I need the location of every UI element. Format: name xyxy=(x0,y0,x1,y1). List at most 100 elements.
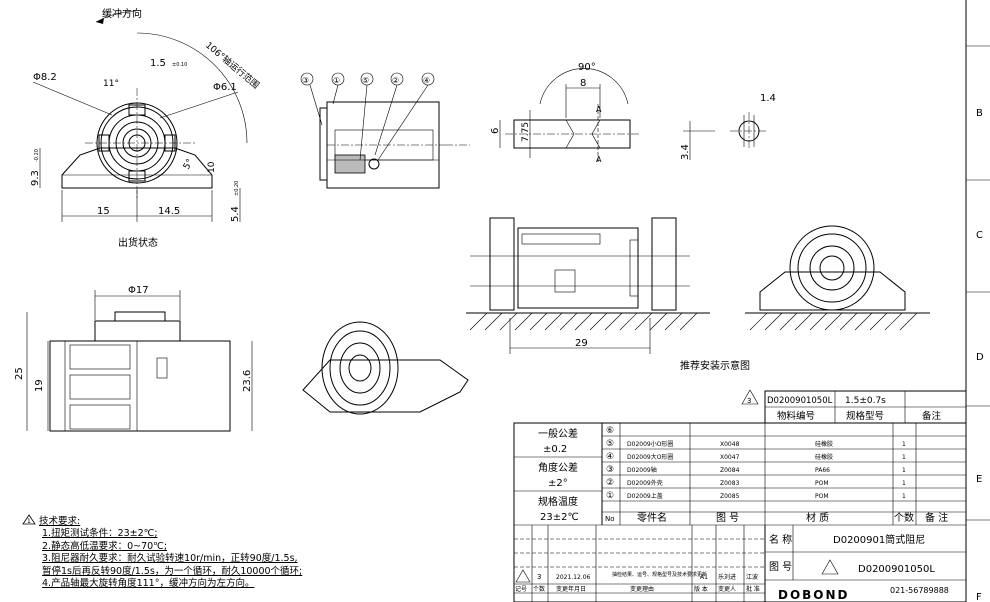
svg-text:①: ① xyxy=(333,76,340,85)
part-code: X0048 xyxy=(720,441,740,448)
balloon-3: ③ xyxy=(300,72,314,86)
revision-checker: 江波 xyxy=(746,573,758,581)
note-4: 4.产品轴最大旋转角度111°，缓冲方向为左方向。 xyxy=(42,578,255,590)
shaft-detail: 90° 8 6 7.75 A A xyxy=(490,62,640,164)
parts-header-name: 零件名 xyxy=(637,511,667,524)
rev-header-changer: 变更人 xyxy=(718,585,736,593)
border-row-e: E xyxy=(976,474,982,485)
section-a-top: A xyxy=(596,105,602,114)
part-material: PA66 xyxy=(815,467,830,474)
note-3b: 暂停1s后再反转90度/1.5s，为一个循环，耐久10000个循环; xyxy=(42,565,303,577)
revision-date: 2021.12.06 xyxy=(556,574,591,581)
company-phone: 021-56789888 xyxy=(890,586,949,595)
parts-header-no: No xyxy=(605,515,615,523)
part-no: ⑥ xyxy=(606,426,614,436)
parts-header-note: 备 注 xyxy=(925,511,948,524)
drawing-label: 图 号 xyxy=(769,561,792,573)
company-logo: DOBOND xyxy=(778,588,850,602)
drawing-value: D0200901050L xyxy=(858,564,935,575)
dim-d17: Φ17 xyxy=(128,285,149,296)
part-qty: 1 xyxy=(902,480,906,487)
balloon-1: ① xyxy=(331,72,345,86)
part-name: D02009轴 xyxy=(627,466,657,474)
dim-d9-3-tol: -0.20 xyxy=(34,149,40,162)
dim-d3-4: 3.4 xyxy=(680,144,691,160)
header-spec: 1.5±0.7s xyxy=(845,396,886,406)
revision-reason: 抽检结果、运号、规格型号及技术要求更新 xyxy=(612,571,707,578)
svg-text:④: ④ xyxy=(423,76,430,85)
dim-d8: 8 xyxy=(580,78,586,89)
buffer-direction-label: 缓冲方向 xyxy=(102,7,142,20)
revision-sheet: A1 xyxy=(700,574,708,581)
dim-d1-5-tol: ±0.10 xyxy=(172,62,187,68)
dim-d1-4: 1.4 xyxy=(760,93,776,104)
svg-text:②: ② xyxy=(392,76,399,85)
part-name: D02009小O形圈 xyxy=(627,440,673,448)
dim-d15: 15 xyxy=(97,206,110,217)
dim-d6-1: Φ6.1 xyxy=(213,82,237,93)
balloon-2: ② xyxy=(390,72,404,86)
note-1: 1.扭矩测试条件：23±2℃; xyxy=(42,528,158,540)
dim-ang90: 90° xyxy=(578,62,596,73)
part-code: Z0085 xyxy=(720,493,740,500)
revision-no: 3 xyxy=(537,573,541,581)
dim-ang11: 11° xyxy=(103,79,119,89)
part-code: X0047 xyxy=(720,454,740,461)
header-col-note: 备注 xyxy=(922,410,942,422)
revision-designer: 乐刘进 xyxy=(718,573,736,581)
rev-header-count: 个数 xyxy=(533,585,545,593)
rev-header-reason: 变更理由 xyxy=(630,585,654,593)
dim-d1-5: 1.5 xyxy=(150,58,166,69)
dim-d9-3: 9.3 xyxy=(30,170,41,186)
svg-text:3: 3 xyxy=(747,397,751,405)
part-no: ④ xyxy=(606,452,614,462)
section-view: ③ ① ⑤ ② ④ xyxy=(300,72,470,189)
rev-header-mark: 记号 xyxy=(515,586,527,593)
part-qty: 1 xyxy=(902,441,906,448)
part-material: 硅橡胶 xyxy=(815,453,833,461)
dim-d25: 25 xyxy=(14,367,25,380)
header-code: D0200901050L xyxy=(767,396,833,406)
part-no: ② xyxy=(606,478,614,488)
part-material: 硅橡胶 xyxy=(815,440,833,448)
side-view: Φ17 25 19 23.6 xyxy=(14,285,253,432)
note-3: 3.阻尼器耐久要求：耐久试验转速10r/min，正转90度/1.5s, xyxy=(42,553,298,565)
parts-header-qty: 个数 xyxy=(894,511,914,524)
svg-text:1: 1 xyxy=(27,518,31,525)
dim-d19: 19 xyxy=(34,379,45,392)
part-no: ③ xyxy=(606,465,614,475)
dim-d14-5: 14.5 xyxy=(158,206,180,217)
notes-title: 技术要求: xyxy=(39,516,81,527)
revision-triangle-icon: 1 xyxy=(22,514,36,525)
technical-requirements: 1 技术要求: 1.扭矩测试条件：23±2℃; 2.静态高低温要求：0~70℃;… xyxy=(22,514,302,590)
svg-text:⑤: ⑤ xyxy=(362,76,369,85)
header-col-spec: 规格型号 xyxy=(846,410,884,422)
balloon-4: ④ xyxy=(421,72,435,86)
rev-header-approve: 批 准 xyxy=(746,585,760,593)
section-a-bottom: A xyxy=(596,155,602,164)
rev-header-date: 变更年月日 xyxy=(556,585,586,593)
front-view: 缓冲方向 106°轴运行范围 Φ8.2 Φ6.1 11° 1.5 ±0.10 5… xyxy=(30,7,262,249)
dim-d29: 29 xyxy=(575,338,588,349)
dim-ang5: 5° xyxy=(182,158,196,172)
part-name: D02009上盖 xyxy=(627,492,663,500)
part-material: POM xyxy=(815,480,829,487)
name-value: D0200901筒式阻尼 xyxy=(833,533,925,546)
border-row-c: C xyxy=(976,230,983,241)
part-qty: 1 xyxy=(902,454,906,461)
iso-view xyxy=(302,321,469,415)
part-qty: 1 xyxy=(902,493,906,500)
dim-d23-6: 23.6 xyxy=(242,370,253,392)
parts-header-code: 图 号 xyxy=(716,512,739,524)
dim-d5-4: 5.4 xyxy=(230,206,241,222)
tol-angle-value: ±2° xyxy=(548,478,568,489)
part-qty: 1 xyxy=(902,467,906,474)
drawing-border: B C D E F xyxy=(965,0,990,602)
note-2: 2.静态高低温要求：0~70℃; xyxy=(42,540,168,552)
border-row-f: F xyxy=(976,592,982,602)
dim-d8-2: Φ8.2 xyxy=(33,72,57,83)
dim-d10: 10 xyxy=(207,161,217,173)
border-row-d: D xyxy=(976,352,984,363)
